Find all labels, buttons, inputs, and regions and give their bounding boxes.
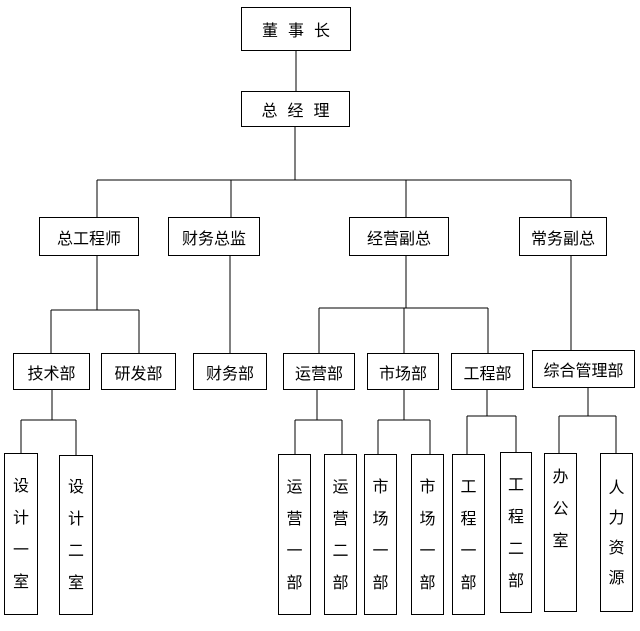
box-char: 公 <box>552 499 569 518</box>
finance-director-box: 财务总监 <box>168 217 260 256</box>
box-char: 部 <box>419 572 436 592</box>
ops-section-2-box: 运 营 二 部 <box>324 454 357 615</box>
box-char: 源 <box>608 567 625 587</box>
box-char: 室 <box>552 531 569 550</box>
box-char: 一 <box>460 540 477 560</box>
box-char: 部 <box>372 572 389 592</box>
box-char: 一 <box>419 540 436 560</box>
box-char: 二 <box>332 540 349 560</box>
box-char: 程 <box>460 508 477 528</box>
box-char: 设 <box>12 476 29 495</box>
box-char: 营 <box>332 508 349 528</box>
box-char: 部 <box>460 572 477 592</box>
box-char: 一 <box>372 540 389 560</box>
chairman-box: 董事长 <box>241 7 351 51</box>
box-char: 力 <box>608 507 625 527</box>
box-char: 资 <box>608 537 625 557</box>
box-char: 一 <box>12 540 29 559</box>
box-char: 办 <box>552 467 569 486</box>
box-char: 室 <box>67 573 84 592</box>
box-char: 营 <box>286 508 303 528</box>
box-char: 工 <box>460 476 477 496</box>
box-char: 市 <box>372 476 389 496</box>
box-char: 计 <box>12 508 29 527</box>
executive-vp-box: 常务副总 <box>519 217 607 256</box>
engineering-dept-box: 工程部 <box>451 353 524 390</box>
design-room-2-box: 设 计 二 室 <box>59 455 93 615</box>
eng-section-1-box: 工 程 一 部 <box>452 454 485 615</box>
general-manager-box: 总经理 <box>241 91 350 127</box>
box-char: 人 <box>608 477 625 497</box>
box-char: 二 <box>507 538 524 558</box>
design-room-1-box: 设 计 一 室 <box>4 453 38 615</box>
eng-section-2-box: 工 程 二 部 <box>500 452 532 613</box>
market-section-2-box: 市 场 一 部 <box>411 454 444 615</box>
operations-vp-box: 经营副总 <box>349 217 449 256</box>
hr-box: 人 力 资 源 <box>600 453 633 612</box>
box-char: 场 <box>419 508 436 528</box>
ops-dept-box: 运营部 <box>283 353 355 390</box>
box-char: 室 <box>12 572 29 591</box>
box-char: 部 <box>286 572 303 592</box>
box-char: 场 <box>372 508 389 528</box>
office-box: 办 公 室 <box>544 453 577 612</box>
box-char: 二 <box>67 541 84 560</box>
chief-engineer-box: 总工程师 <box>39 217 139 256</box>
market-dept-box: 市场部 <box>367 353 439 390</box>
box-char: 运 <box>332 476 349 496</box>
general-mgmt-dept-box: 综合管理部 <box>532 350 635 388</box>
box-char: 计 <box>67 509 84 528</box>
box-char: 设 <box>67 477 84 496</box>
box-char: 部 <box>332 572 349 592</box>
tech-dept-box: 技术部 <box>13 353 90 390</box>
ops-section-1-box: 运 营 一 部 <box>278 454 311 615</box>
box-char: 一 <box>286 540 303 560</box>
box-char: 工 <box>507 474 524 494</box>
rnd-dept-box: 研发部 <box>101 353 176 390</box>
market-section-1-box: 市 场 一 部 <box>364 454 397 615</box>
finance-dept-box: 财务部 <box>193 353 267 390</box>
box-char: 部 <box>507 570 524 590</box>
box-char: 运 <box>286 476 303 496</box>
box-char: 市 <box>419 476 436 496</box>
box-char: 程 <box>507 506 524 526</box>
